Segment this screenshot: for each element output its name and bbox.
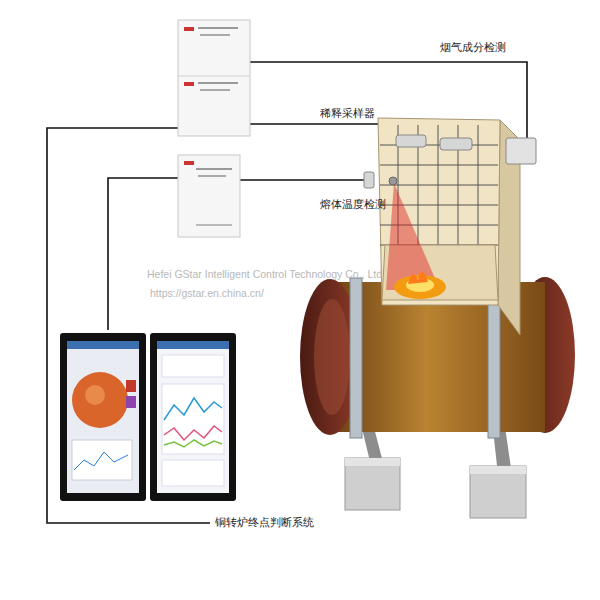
- illustration-part: [380, 185, 498, 186]
- illustration-part: [126, 380, 136, 392]
- illustration-part: [184, 27, 194, 31]
- illustration-part: [72, 372, 128, 428]
- illustration-part: [196, 224, 232, 226]
- illustration-part: [198, 27, 238, 29]
- illustration-part: [250, 124, 392, 138]
- illustration-part: [378, 118, 500, 305]
- illustration-part: [200, 89, 230, 91]
- illustration-part: [470, 466, 526, 518]
- illustration-part: [178, 155, 240, 237]
- illustration-part: [164, 398, 222, 420]
- illustration-part: [198, 175, 226, 177]
- illustration-part: [345, 458, 400, 466]
- illustration-part: [60, 333, 146, 501]
- illustration-part: [162, 460, 224, 486]
- illustration-part: [350, 278, 362, 438]
- illustration-part: [506, 138, 536, 164]
- illustration-part: [396, 135, 426, 147]
- illustration-part: [67, 341, 139, 493]
- illustration-part: [470, 466, 526, 474]
- illustration-part: [85, 385, 105, 405]
- illustration-part: [389, 177, 397, 185]
- watermark: https://gstar.en.china.cn/: [150, 286, 264, 300]
- part-label: 稀释采样器: [320, 107, 375, 121]
- hood: [378, 118, 520, 335]
- illustration-part: [157, 341, 229, 349]
- illustration-part: [178, 20, 250, 136]
- illustration-part: [72, 440, 132, 480]
- illustration-part: [164, 426, 222, 440]
- illustration-part: [178, 76, 250, 77]
- illustration-part: [157, 341, 229, 493]
- illustration-part: [126, 396, 136, 408]
- illustration-part: [164, 440, 222, 447]
- system-label: 铜转炉终点判断系统: [215, 516, 314, 530]
- control-cabinet: [178, 20, 250, 136]
- illustration-part: [240, 179, 366, 181]
- illustration-part: [162, 384, 224, 454]
- illustration-part: [408, 271, 428, 284]
- illustration-part: [314, 299, 350, 415]
- illustration-part: [198, 82, 238, 84]
- illustration-part: [108, 178, 178, 330]
- watermark: Hefei GStar Intelligent Control Technolo…: [147, 267, 385, 281]
- illustration-part: [364, 172, 374, 188]
- monitor: [150, 333, 236, 501]
- wires: [47, 62, 527, 523]
- illustration-part: [440, 138, 472, 150]
- monitor: [60, 333, 146, 501]
- illustration-part: [196, 168, 232, 170]
- part-label: 熔体温度检测: [320, 198, 386, 212]
- part-label: 烟气成分检测: [440, 41, 506, 55]
- control-cabinet: [178, 155, 240, 237]
- illustration-part: [184, 82, 194, 86]
- illustration-part: [150, 333, 236, 501]
- sensor: [364, 135, 536, 188]
- illustration-part: [345, 458, 400, 510]
- illustration-part: [67, 341, 139, 349]
- illustration-part: [74, 452, 128, 470]
- illustration-part: [200, 34, 230, 36]
- illustration-part: [380, 165, 498, 166]
- illustration-part: [162, 355, 224, 377]
- illustration-part: [386, 183, 440, 290]
- illustration-part: [184, 161, 194, 165]
